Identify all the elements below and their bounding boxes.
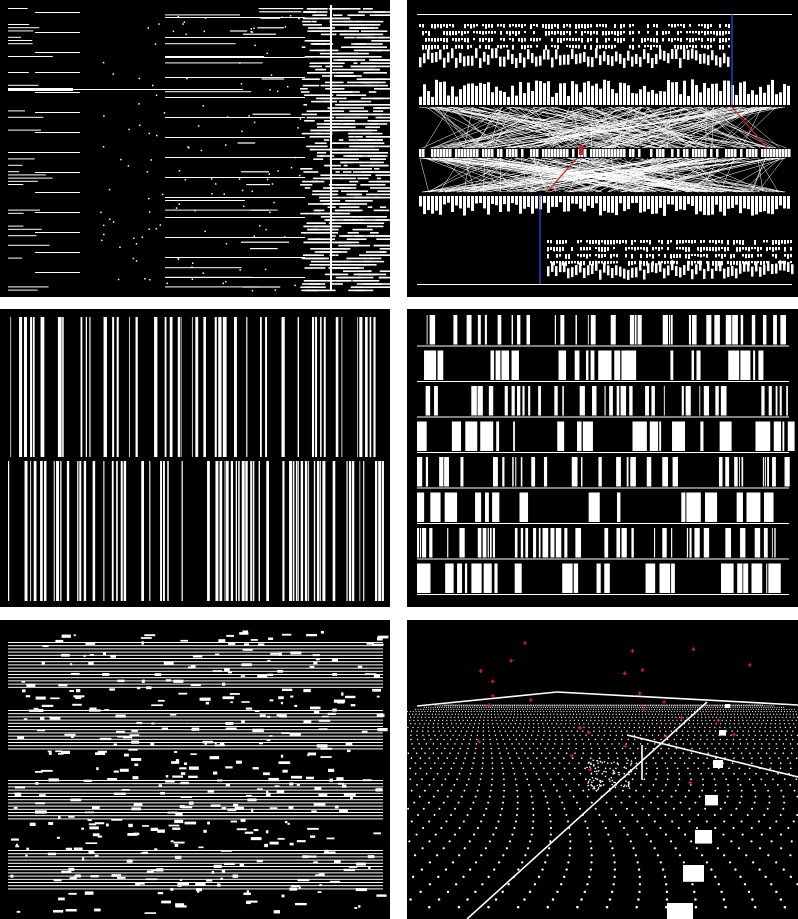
sparse-lines-graphic bbox=[8, 5, 390, 292]
perspective-grid-graphic bbox=[407, 641, 798, 919]
striped-bands-graphic bbox=[8, 630, 389, 914]
panel-linked-histograms bbox=[407, 0, 798, 297]
panel-multi-row-barcode bbox=[407, 309, 798, 607]
panel-two-band-barcode bbox=[0, 309, 390, 607]
linked-histograms-graphic bbox=[417, 14, 794, 285]
multi-row-barcode-graphic bbox=[417, 315, 795, 595]
panel-perspective-grid bbox=[407, 620, 798, 919]
panel-striped-bands bbox=[0, 620, 390, 919]
two-band-barcode-graphic bbox=[8, 317, 384, 601]
panel-sparse-lines bbox=[0, 0, 390, 297]
